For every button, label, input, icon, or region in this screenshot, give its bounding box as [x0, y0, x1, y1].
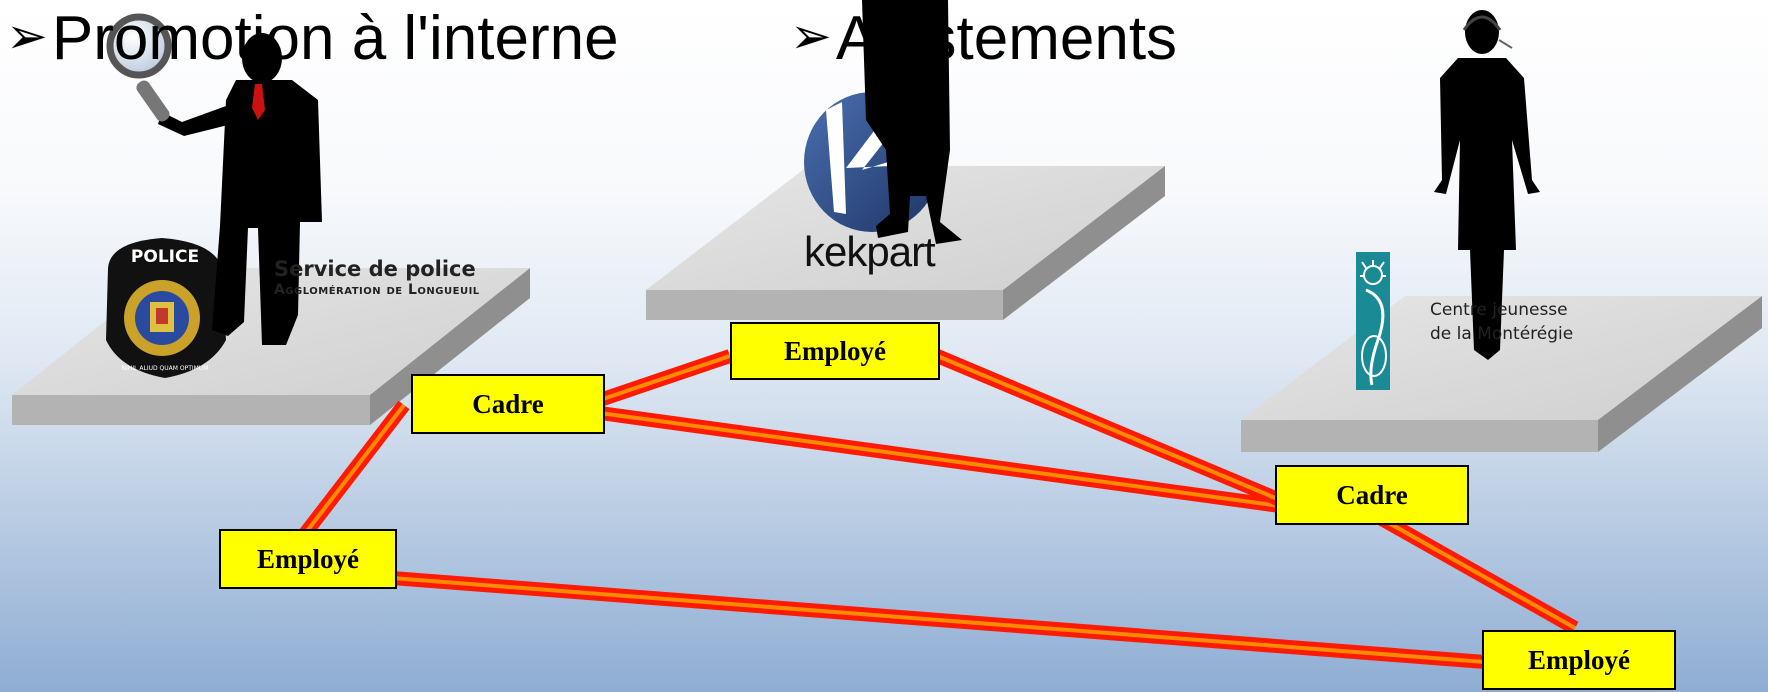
centre-jeunesse-line1: Centre jeunesse [1430, 300, 1568, 320]
heading-promotion: ➢Promotion à l'interne [6, 8, 619, 70]
bullet-arrow-icon: ➢ [790, 7, 832, 65]
box-employe-left: Employé [219, 529, 397, 589]
businessman-silhouette [862, 0, 962, 244]
police-motto: NIHIL ALIUD QUAM OPTIMUM [122, 365, 209, 372]
box-cadre-right: Cadre [1275, 465, 1469, 525]
centre-jeunesse-logo [1356, 252, 1390, 390]
heading-ajustements-text: Ajustements [835, 4, 1178, 73]
police-name-line1: Service de police [274, 257, 476, 281]
link-employe-left-to-employe-right [391, 571, 1486, 669]
police-logo: POLICE NIHIL ALIUD QUAM OPTIMUM [106, 238, 226, 378]
police-name-line2: Agglomération de Longueuil [274, 282, 480, 298]
woman-with-headset-silhouette [1434, 10, 1540, 360]
man-with-magnifier-silhouette [106, 13, 322, 345]
link-cadre-left-to-employe-left [298, 400, 410, 540]
box-cadre-left: Cadre [411, 374, 605, 434]
box-employe-right: Employé [1482, 630, 1676, 690]
link-cadre-left-to-cadre-right [599, 406, 1281, 513]
box-employe-top: Employé [730, 322, 940, 380]
police-badge-text: POLICE [131, 247, 199, 267]
bullet-arrow-icon: ➢ [6, 7, 48, 65]
link-cadre-right-to-employe-right [1376, 511, 1579, 635]
link-cadre-left-to-employe-top [597, 349, 733, 407]
centre-jeunesse-line2: de la Montérégie [1430, 324, 1574, 344]
heading-ajustements: ➢Ajustements [790, 8, 1177, 70]
link-employe-top-to-cadre-right [932, 348, 1283, 507]
kekpart-wordmark: kekpart [804, 228, 936, 275]
heading-promotion-text: Promotion à l'interne [51, 4, 619, 73]
